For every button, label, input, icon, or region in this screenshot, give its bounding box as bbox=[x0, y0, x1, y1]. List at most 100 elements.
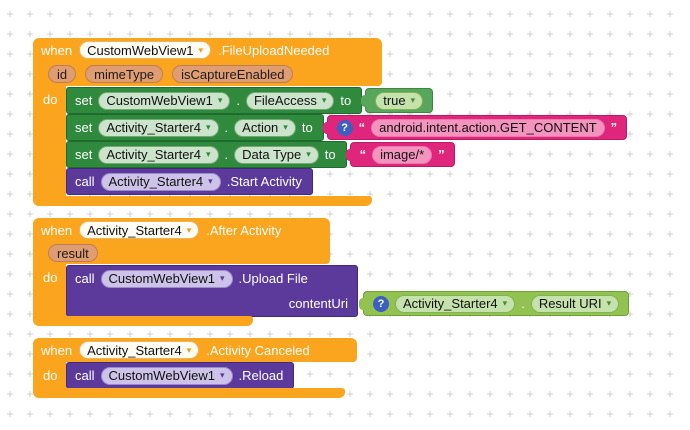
grid-plus-icon: + bbox=[6, 167, 14, 181]
getter-resulturi-block[interactable]: ? Activity_Starter4 ▾ . Result URI ▾ bbox=[358, 291, 630, 316]
grid-plus-icon: + bbox=[366, 107, 374, 121]
property-dropdown[interactable]: FileAccess ▾ bbox=[245, 91, 335, 110]
set-fileaccess-block[interactable]: set CustomWebView1 ▾ . FileAccess ▾ to bbox=[66, 87, 363, 114]
grid-plus-icon: + bbox=[606, 267, 614, 281]
param-id[interactable]: id bbox=[48, 65, 77, 83]
grid-plus-icon: + bbox=[546, 367, 554, 381]
grid-plus-icon: + bbox=[546, 27, 554, 41]
param-iscaptureenabled[interactable]: isCaptureEnabled bbox=[172, 65, 294, 83]
grid-plus-icon: + bbox=[346, 327, 354, 341]
grid-plus-icon: + bbox=[646, 167, 654, 181]
grid-plus-icon: + bbox=[526, 47, 534, 61]
event-block-afteractivity[interactable]: when Activity_Starter4 ▾ .After Activity… bbox=[33, 218, 330, 264]
property-dropdown[interactable]: Result URI ▾ bbox=[530, 294, 620, 313]
grid-plus-icon: + bbox=[486, 27, 494, 41]
grid-plus-icon: + bbox=[566, 367, 574, 381]
param-mimetype[interactable]: mimeType bbox=[85, 65, 164, 83]
grid-plus-icon: + bbox=[6, 147, 14, 161]
grid-plus-icon: + bbox=[386, 367, 394, 381]
grid-plus-icon: + bbox=[486, 387, 494, 401]
grid-plus-icon: + bbox=[526, 147, 534, 161]
component-dropdown[interactable]: Activity_Starter4 ▾ bbox=[79, 221, 200, 239]
grid-plus-icon: + bbox=[206, 207, 214, 221]
grid-plus-icon: + bbox=[386, 207, 394, 221]
chevron-down-icon: ▾ bbox=[198, 44, 204, 55]
call-startactivity-block[interactable]: call Activity_Starter4 ▾ .Start Activity bbox=[66, 168, 313, 195]
grid-plus-icon: + bbox=[566, 27, 574, 41]
component-dropdown[interactable]: CustomWebView1 ▾ bbox=[98, 91, 231, 110]
chevron-down-icon: ▾ bbox=[410, 95, 416, 105]
text-string-block[interactable]: ? “ android.intent.action.GET_CONTENT ” bbox=[322, 115, 628, 140]
grid-plus-icon: + bbox=[386, 327, 394, 341]
grid-plus-icon: + bbox=[626, 187, 634, 201]
dot-separator: . bbox=[224, 147, 229, 162]
component-dropdown[interactable]: CustomWebView1 ▾ bbox=[100, 366, 233, 385]
grid-plus-icon: + bbox=[526, 407, 534, 421]
component-dropdown[interactable]: Activity_Starter4 ▾ bbox=[395, 294, 516, 313]
grid-plus-icon: + bbox=[446, 167, 454, 181]
grid-plus-icon: + bbox=[606, 207, 614, 221]
grid-plus-icon: + bbox=[646, 367, 654, 381]
grid-plus-icon: + bbox=[346, 167, 354, 181]
component-dropdown[interactable]: Activity_Starter4 ▾ bbox=[100, 172, 221, 191]
grid-plus-icon: + bbox=[526, 267, 534, 281]
chevron-down-icon: ▾ bbox=[206, 149, 211, 159]
grid-plus-icon: + bbox=[6, 27, 14, 41]
param-result[interactable]: result bbox=[48, 244, 98, 262]
grid-plus-icon: + bbox=[426, 387, 434, 401]
grid-plus-icon: + bbox=[566, 267, 574, 281]
grid-plus-icon: + bbox=[486, 347, 494, 361]
help-icon[interactable]: ? bbox=[336, 119, 353, 136]
set-datatype-block[interactable]: set Activity_Starter4 ▾ . Data Type ▾ to bbox=[66, 141, 347, 168]
help-icon[interactable]: ? bbox=[373, 295, 389, 312]
call-uploadfile-block[interactable]: call CustomWebView1 ▾ .Upload File conte… bbox=[66, 265, 358, 317]
grid-plus-icon: + bbox=[186, 207, 194, 221]
call-reload-block[interactable]: call CustomWebView1 ▾ .Reload bbox=[66, 362, 295, 389]
grid-plus-icon: + bbox=[506, 67, 514, 81]
grid-plus-icon: + bbox=[586, 87, 594, 101]
dot-separator: . bbox=[224, 120, 229, 135]
grid-plus-icon: + bbox=[646, 27, 654, 41]
grid-plus-icon: + bbox=[606, 367, 614, 381]
grid-plus-icon: + bbox=[526, 327, 534, 341]
logic-true-block[interactable]: true ▾ bbox=[361, 88, 434, 113]
component-dropdown[interactable]: CustomWebView1 ▾ bbox=[100, 269, 233, 288]
chevron-down-icon: ▾ bbox=[217, 95, 223, 105]
grid-plus-icon: + bbox=[26, 147, 34, 161]
component-dropdown[interactable]: CustomWebView1 ▾ bbox=[79, 41, 212, 59]
grid-plus-icon: + bbox=[66, 7, 74, 21]
text-string-block[interactable]: “ image/* ” bbox=[345, 142, 455, 167]
component-dropdown[interactable]: Activity_Starter4 ▾ bbox=[98, 145, 219, 164]
event-block-activitycanceled[interactable]: when Activity_Starter4 ▾ .Activity Cance… bbox=[33, 338, 357, 362]
grid-plus-icon: + bbox=[566, 407, 574, 421]
event-header: when Activity_Starter4 ▾ .After Activity bbox=[33, 218, 281, 242]
grid-plus-icon: + bbox=[506, 267, 514, 281]
grid-plus-icon: + bbox=[366, 407, 374, 421]
component-dropdown[interactable]: Activity_Starter4 ▾ bbox=[98, 118, 219, 137]
true-dropdown[interactable]: true ▾ bbox=[375, 91, 424, 110]
text-value-field[interactable]: image/* bbox=[372, 145, 433, 164]
close-quote: ” bbox=[610, 120, 618, 135]
property-dropdown[interactable]: Action ▾ bbox=[234, 118, 296, 137]
grid-plus-icon: + bbox=[346, 387, 354, 401]
grid-plus-icon: + bbox=[246, 327, 254, 341]
grid-plus-icon: + bbox=[406, 387, 414, 401]
event-block-bottom bbox=[33, 316, 253, 326]
set-fileaccess-row: set CustomWebView1 ▾ . FileAccess ▾ to t… bbox=[66, 87, 434, 114]
grid-plus-icon: + bbox=[6, 67, 14, 81]
method-name-label: .Upload File bbox=[238, 271, 308, 286]
component-dropdown[interactable]: Activity_Starter4 ▾ bbox=[79, 341, 200, 359]
set-label: set bbox=[75, 120, 93, 135]
event-block-fileuploadneeded[interactable]: when CustomWebView1 ▾ .FileUploadNeeded … bbox=[33, 38, 382, 86]
grid-plus-icon: + bbox=[406, 67, 414, 81]
property-dropdown[interactable]: Data Type ▾ bbox=[234, 145, 319, 164]
grid-plus-icon: + bbox=[106, 207, 114, 221]
chevron-down-icon: ▾ bbox=[186, 224, 192, 235]
grid-plus-icon: + bbox=[606, 7, 614, 21]
grid-plus-icon: + bbox=[406, 47, 414, 61]
chevron-down-icon: ▾ bbox=[502, 298, 508, 308]
set-action-block[interactable]: set Activity_Starter4 ▾ . Action ▾ to bbox=[66, 114, 324, 141]
grid-plus-icon: + bbox=[306, 7, 314, 21]
text-value-field[interactable]: android.intent.action.GET_CONTENT bbox=[371, 118, 605, 137]
